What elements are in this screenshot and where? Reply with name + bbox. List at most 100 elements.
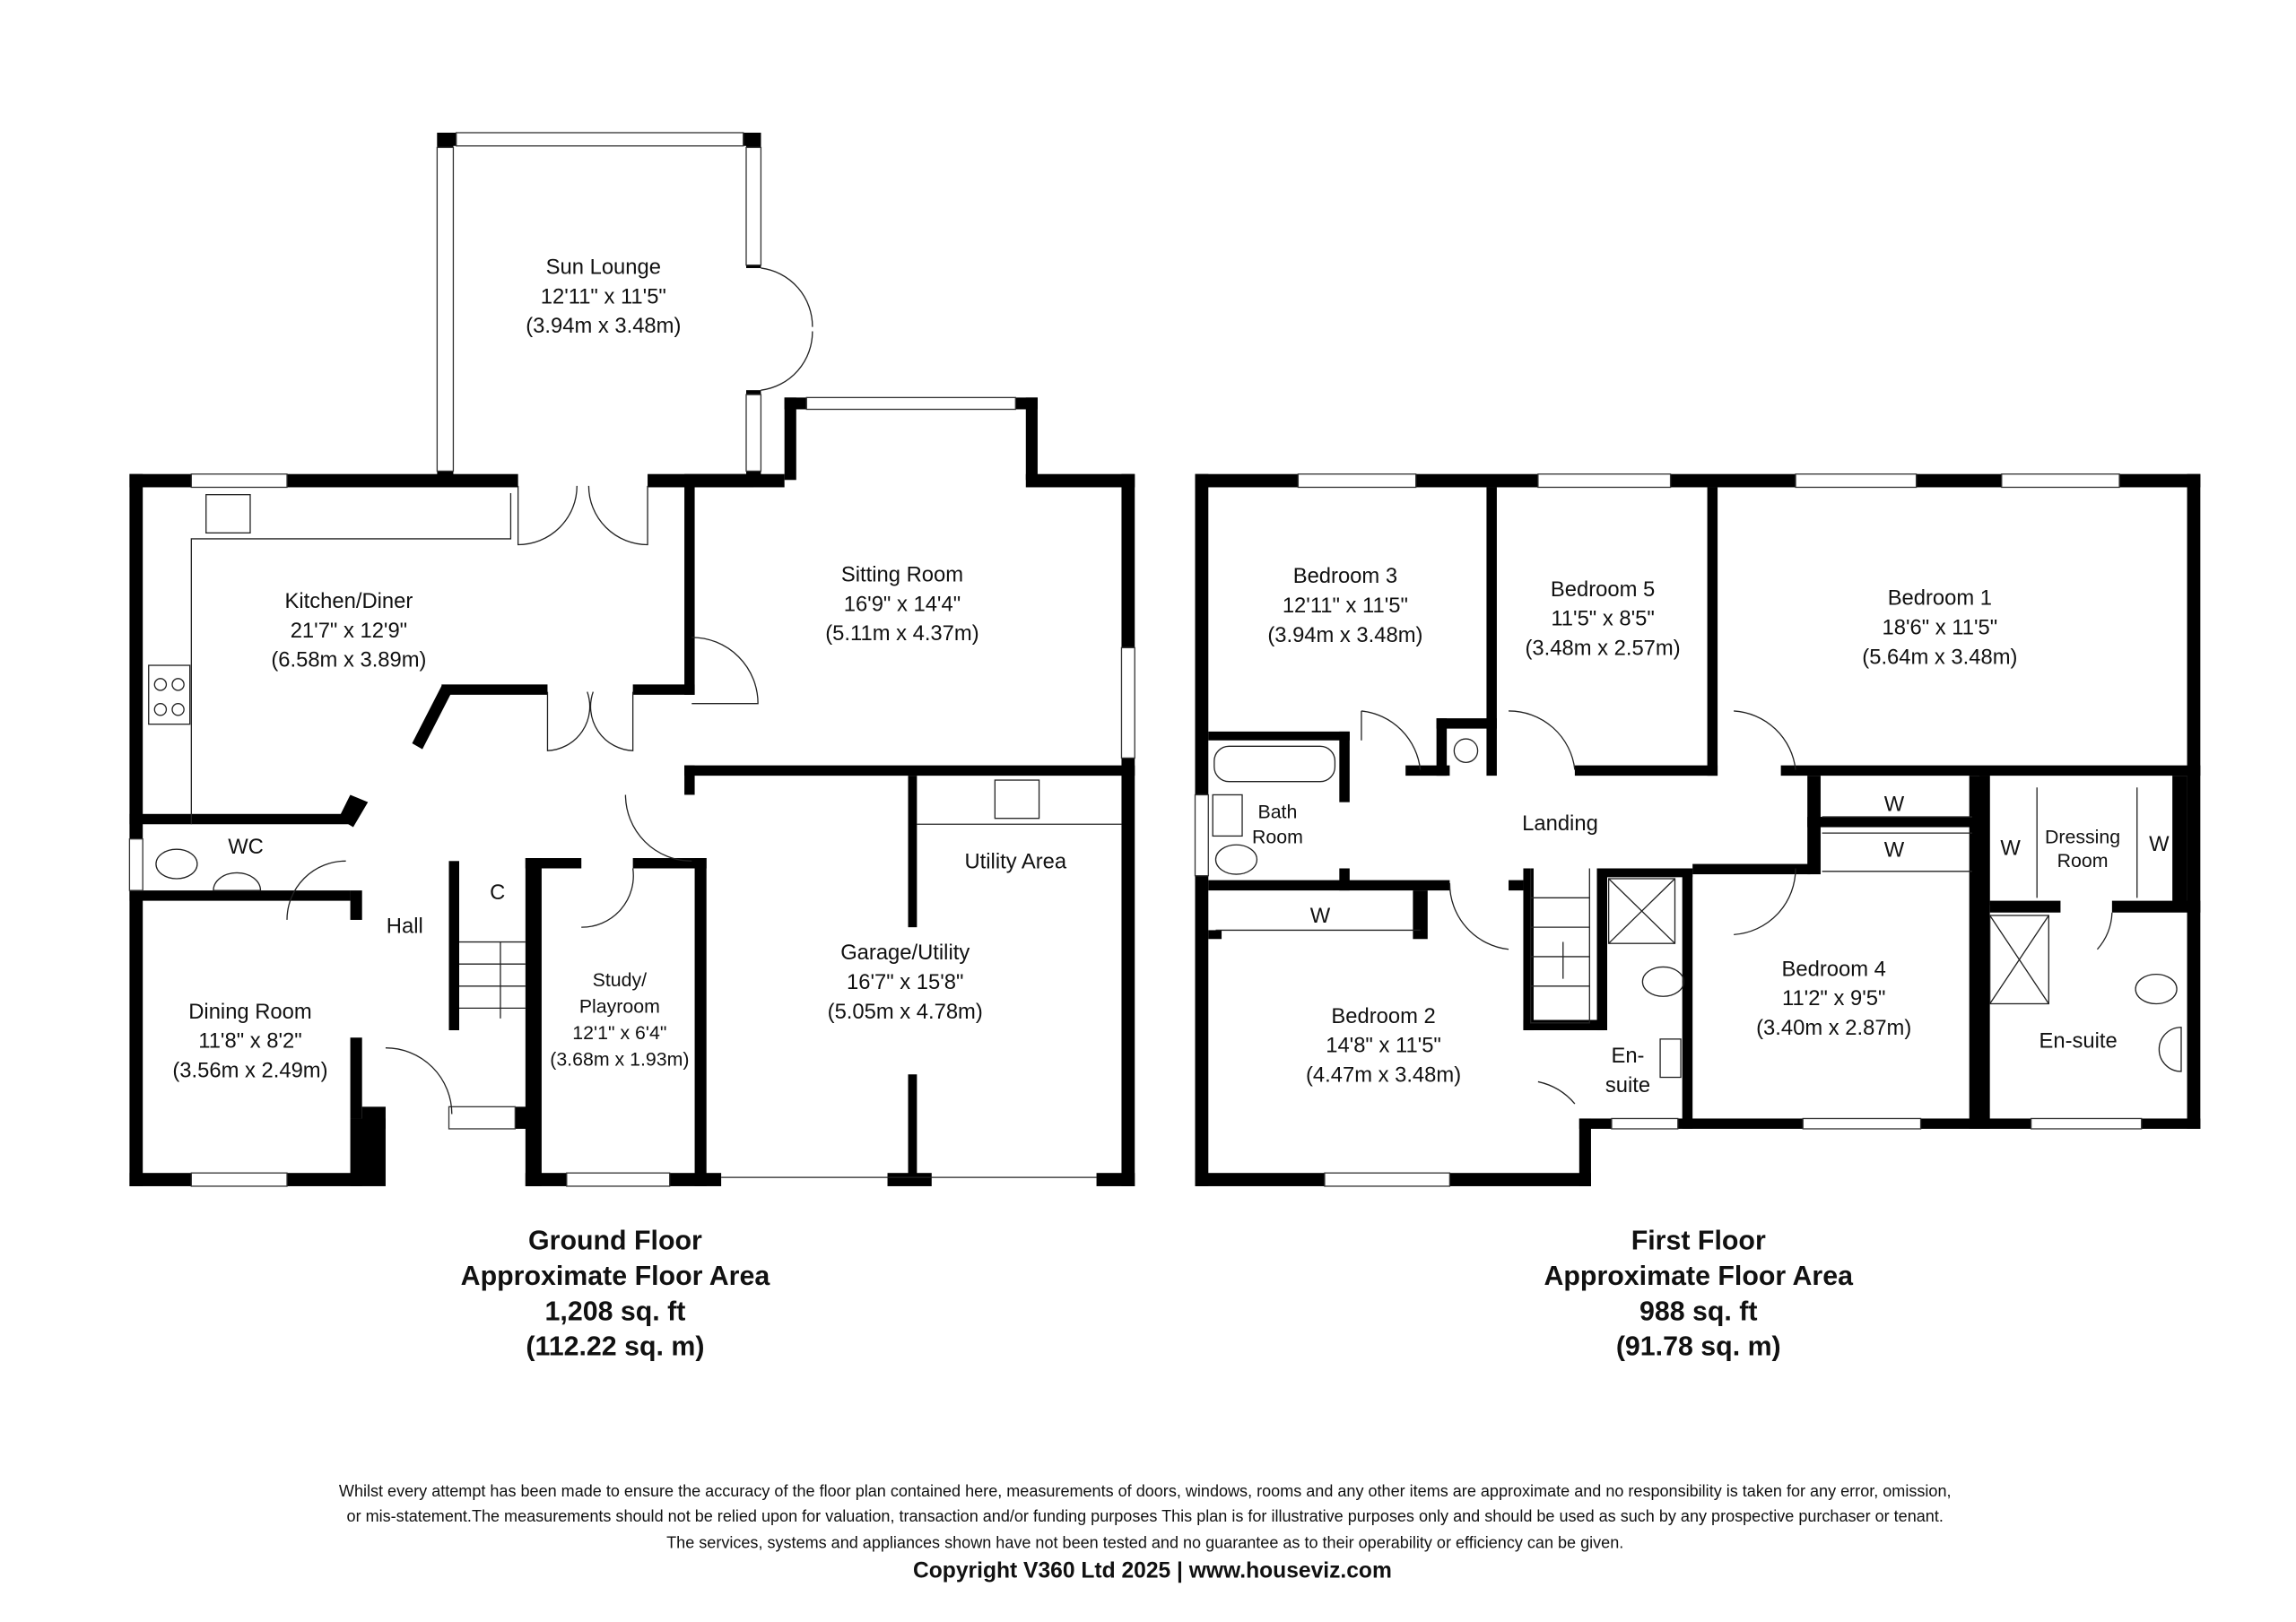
room-name: Dressing	[2045, 827, 2120, 848]
basin-icon	[213, 872, 262, 891]
room-name: Room	[2057, 850, 2109, 872]
window	[745, 394, 762, 473]
room-name: Bedroom 4	[1782, 957, 1886, 981]
wall	[684, 765, 1135, 776]
wall	[1979, 776, 1990, 906]
wall	[1096, 1173, 1135, 1186]
room-name: Bedroom 5	[1551, 577, 1655, 602]
disclaimer-line: or mis-statement.The measurements should…	[347, 1507, 1944, 1525]
copyright: Copyright V360 Ltd 2025 | www.houseviz.c…	[913, 1558, 1392, 1583]
room-dims-metric: (4.47m x 3.48m)	[1306, 1063, 1461, 1087]
wall	[1596, 868, 1693, 878]
wall	[350, 890, 362, 920]
wall	[1208, 880, 1450, 891]
window	[1297, 473, 1417, 489]
shower-icon	[1607, 878, 1676, 944]
bath-icon	[1213, 745, 1336, 783]
room-dims-metric: (5.11m x 4.37m)	[825, 621, 978, 646]
window	[805, 396, 1016, 411]
room-bathroom: Bath Room	[1252, 802, 1303, 848]
window	[1120, 646, 1135, 759]
wardrobe-label: W	[1884, 793, 1905, 817]
wall	[1339, 731, 1350, 802]
floor-subtitle: Approximate Floor Area	[1544, 1262, 1854, 1291]
room-dims-imperial: 12'11" x 11'5"	[541, 284, 666, 308]
toilet-icon	[155, 848, 198, 880]
wall	[1208, 930, 1222, 940]
room-dressing-room: Dressing Room	[2045, 827, 2120, 872]
room-study-playroom: Study/ Playroom 12'1" x 6'4" (3.68m x 1.…	[550, 969, 689, 1071]
window	[2001, 473, 2120, 489]
wall	[1682, 868, 1693, 1129]
wall	[1486, 487, 1497, 776]
stairs-icon	[459, 941, 526, 1019]
window	[1194, 794, 1209, 877]
wall	[2172, 776, 2187, 906]
wall	[525, 858, 582, 869]
wall	[887, 1173, 932, 1186]
wall	[1707, 487, 1718, 776]
wall	[448, 861, 459, 1031]
window	[128, 838, 144, 891]
room-bedroom-2: Bedroom 2 14'8" x 11'5" (4.47m x 3.48m)	[1306, 1004, 1461, 1088]
room-sitting-room: Sitting Room 16'9" x 14'4" (5.11m x 4.37…	[825, 563, 978, 646]
wall	[784, 397, 796, 481]
wall	[1025, 473, 1135, 488]
wall	[908, 776, 918, 928]
wall	[1436, 718, 1497, 729]
wall	[129, 813, 351, 825]
room-dims-metric: (5.05m x 4.78m)	[828, 1000, 983, 1024]
room-name: Garage/Utility	[840, 941, 970, 965]
window	[190, 1172, 288, 1187]
room-dims-imperial: 21'7" x 12'9"	[291, 619, 407, 643]
room-garage-utility: Garage/Utility 16'7" x 15'8" (5.05m x 4.…	[828, 941, 983, 1024]
wall	[1208, 731, 1350, 741]
windows	[128, 132, 2143, 1187]
shower-icon	[1989, 915, 2049, 1005]
wall	[2187, 473, 2201, 1129]
room-dims-imperial: 16'7" x 15'8"	[847, 970, 963, 994]
wall	[129, 473, 518, 488]
room-bedroom-3: Bedroom 3 12'11" x 11'5" (3.94m x 3.48m)	[1267, 564, 1422, 647]
room-ensuite-2: En- suite	[1605, 1044, 1650, 1097]
room-dims-imperial: 16'9" x 14'4"	[844, 592, 961, 616]
room-dims-metric: (3.94m x 3.48m)	[526, 314, 681, 338]
room-dims-imperial: 18'6" x 11'5"	[1883, 616, 1998, 640]
wall	[1025, 397, 1038, 481]
room-sun-lounge: Sun Lounge 12'11" x 11'5" (3.94m x 3.48m…	[526, 256, 681, 339]
room-ensuite-1: En-suite	[2039, 1029, 2118, 1054]
floor-subtitle: Approximate Floor Area	[461, 1262, 771, 1291]
cylinder-icon	[1453, 738, 1479, 764]
wardrobe-label: W	[2149, 832, 2170, 856]
room-cupboard: C	[490, 880, 505, 905]
room-dims-imperial: 11'5" x 8'5"	[1551, 607, 1654, 631]
toilet-icon	[1214, 844, 1258, 875]
floor-title: Ground Floor	[528, 1227, 702, 1256]
window	[1795, 473, 1918, 489]
room-utility-area: Utility Area	[964, 850, 1066, 874]
wall	[338, 794, 369, 828]
wall	[1195, 473, 2201, 488]
wall	[350, 1037, 362, 1119]
floor-area-sqft: 988 sq. ft	[1639, 1297, 1758, 1326]
window	[1537, 473, 1672, 489]
toilet-icon	[2135, 973, 2178, 1005]
room-dims-metric: (3.94m x 3.48m)	[1267, 623, 1422, 647]
wardrobe-label: W	[2000, 837, 2021, 861]
wall	[632, 858, 707, 869]
wall	[694, 858, 707, 1186]
room-name: Bedroom 1	[1888, 586, 1992, 611]
room-name: Room	[1252, 827, 1303, 848]
window	[1802, 1117, 1922, 1130]
window	[448, 1106, 517, 1130]
room-dims-metric: (5.64m x 3.48m)	[1862, 645, 2017, 669]
wall	[1405, 765, 1450, 776]
kitchen-sink-icon	[205, 494, 251, 534]
stairs-icon	[1530, 868, 1590, 1024]
wall	[525, 858, 542, 1186]
room-name: Bedroom 2	[1331, 1004, 1435, 1028]
footer: Whilst every attempt has been made to en…	[339, 1482, 1952, 1583]
room-name: Sitting Room	[841, 563, 963, 587]
wall	[632, 684, 695, 695]
window	[190, 473, 288, 489]
